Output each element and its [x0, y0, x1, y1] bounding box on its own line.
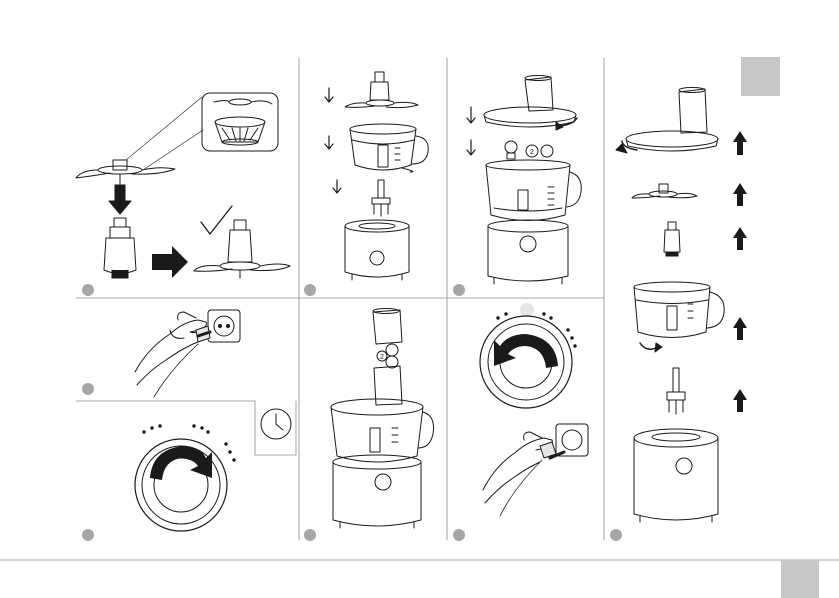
step-badge-6	[304, 529, 316, 541]
plug-icon	[500, 442, 556, 516]
up-arrow-icon	[733, 389, 747, 412]
hand-icon	[135, 312, 206, 385]
language-tab-top	[741, 57, 780, 96]
pusher-icon	[373, 309, 402, 345]
up-arrow-icon	[733, 131, 747, 155]
blade-hub-icon	[214, 99, 272, 145]
checkmark-icon	[201, 206, 232, 234]
blade-hub-icon	[104, 218, 136, 278]
bowl-icon	[350, 124, 428, 172]
blade-icon	[345, 72, 418, 108]
up-arrow-icon	[733, 227, 747, 250]
down-arrow-icon	[467, 140, 475, 155]
rotate-ccw-icon	[494, 334, 558, 368]
rotate-lock-icon	[640, 343, 656, 349]
step-4	[135, 310, 240, 397]
food-processor-icon	[331, 366, 434, 528]
blade-hub-icon	[664, 222, 680, 256]
down-arrow-icon	[333, 180, 341, 193]
step-badge-8	[610, 529, 622, 541]
step-5	[135, 401, 296, 531]
circled-number-2: 2	[530, 149, 534, 156]
step-3: 2	[467, 76, 581, 285]
lid-icon	[484, 107, 576, 127]
food-processor-icon	[486, 160, 581, 284]
small-pusher-parts: 2	[377, 344, 398, 368]
hand-icon	[483, 432, 552, 503]
up-arrows	[733, 131, 747, 412]
step-badge-5	[82, 529, 94, 541]
small-pusher-parts: 2	[505, 141, 553, 159]
indicator-dot	[520, 303, 534, 317]
up-arrow-icon	[733, 317, 747, 340]
step-2	[325, 72, 428, 280]
step-6: 2	[331, 309, 434, 529]
step-8	[616, 88, 747, 523]
blade-icon	[632, 184, 697, 198]
bowl-icon	[634, 282, 724, 338]
step-7	[480, 303, 588, 516]
step-badge-2	[304, 284, 316, 296]
motor-base-icon	[345, 220, 409, 280]
plug-icon	[154, 326, 210, 397]
circled-number-2: 2	[380, 354, 384, 361]
right-arrow-icon	[152, 246, 188, 278]
step-badge-7	[453, 529, 465, 541]
socket-icon	[556, 424, 588, 456]
step-1	[76, 93, 290, 278]
drive-shaft-icon	[372, 180, 390, 216]
down-arrow-icon	[109, 185, 131, 214]
page-tab-bottom	[781, 560, 819, 598]
step-badge-1	[82, 284, 94, 296]
step-badge-3	[453, 284, 465, 296]
drive-shaft-icon	[667, 368, 685, 414]
panel-dividers	[0, 58, 839, 560]
clock-icon	[261, 409, 291, 439]
down-arrow-icon	[325, 136, 333, 149]
up-arrow-icon	[733, 183, 747, 206]
socket-icon	[208, 310, 240, 342]
step-badge-4	[82, 383, 94, 395]
down-arrow-icon	[325, 88, 333, 102]
down-arrow-icon	[467, 107, 475, 123]
rotate-cw-icon	[150, 446, 212, 480]
lid-icon	[626, 88, 718, 152]
blade-assembled	[194, 220, 290, 278]
blade-icon	[76, 160, 175, 184]
step-badges	[82, 284, 622, 541]
food-processor-icon	[634, 429, 718, 522]
pusher-icon	[525, 76, 553, 112]
